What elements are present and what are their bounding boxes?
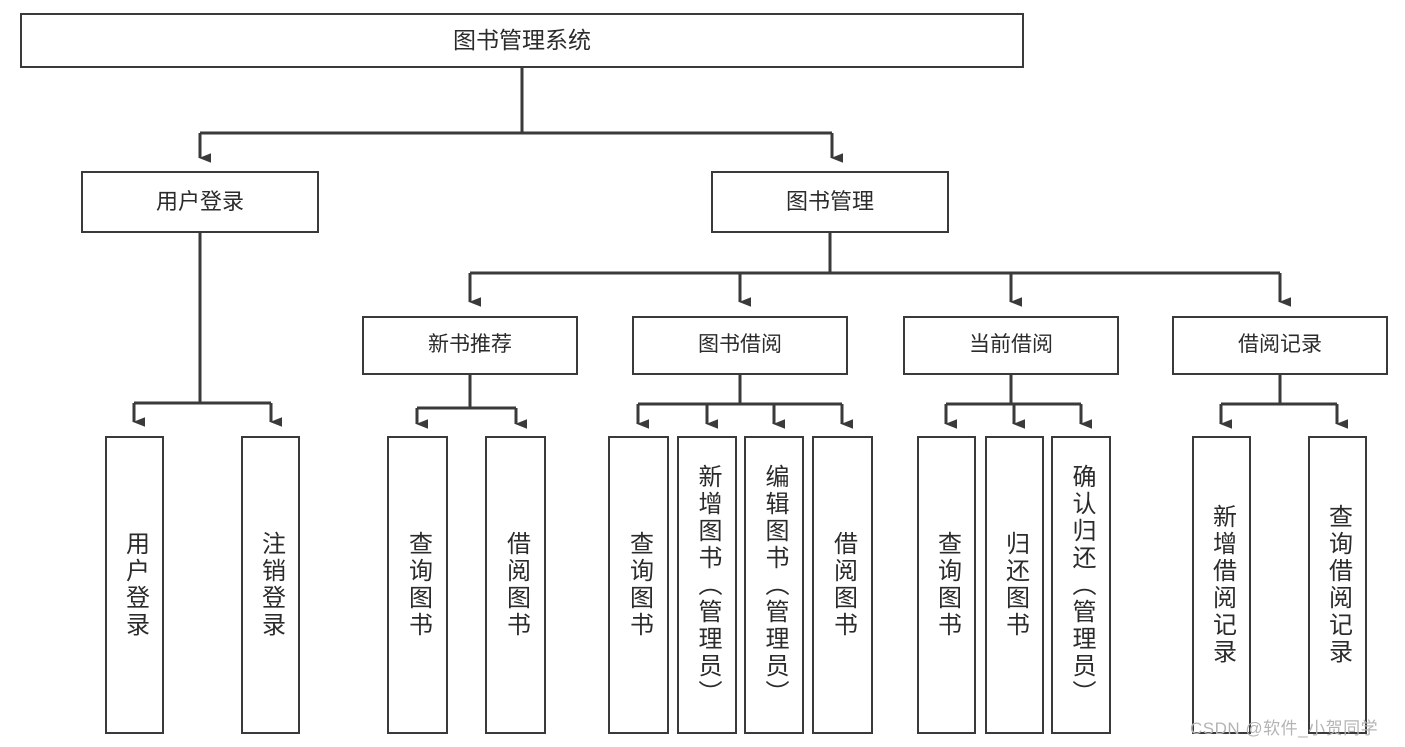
leaf-node[interactable]: 确认归还（管理员） [1051, 436, 1111, 734]
node-user-login-label: 用户登录 [155, 189, 244, 215]
leaf-node[interactable]: 查询图书 [608, 436, 669, 734]
leaf-node[interactable]: 借阅图书 [485, 436, 546, 734]
node-new-book-recommend-label: 新书推荐 [428, 333, 512, 357]
leaf-node[interactable]: 查询图书 [387, 436, 448, 734]
leaf-node-label: 新增借阅记录 [1208, 504, 1236, 666]
leaf-node-label: 注销登录 [257, 531, 285, 639]
node-borrow-record-label: 借阅记录 [1238, 333, 1322, 357]
node-book-management[interactable]: 图书管理 [711, 171, 949, 233]
leaf-node-label: 借阅图书 [502, 531, 530, 639]
leaf-node-label: 确认归还（管理员） [1068, 463, 1095, 707]
leaf-node[interactable]: 查询借阅记录 [1308, 436, 1367, 734]
leaf-node[interactable]: 新增借阅记录 [1192, 436, 1251, 734]
leaf-node-label: 借阅图书 [829, 531, 857, 639]
leaf-node-label: 新增图书（管理员） [694, 463, 721, 707]
leaf-node[interactable]: 借阅图书 [812, 436, 873, 734]
leaf-node-label: 归还图书 [1001, 531, 1029, 639]
leaf-node-label: 查询图书 [404, 531, 432, 639]
leaf-node[interactable]: 新增图书（管理员） [677, 436, 737, 734]
node-root[interactable]: 图书管理系统 [20, 13, 1024, 68]
leaf-node-label: 编辑图书（管理员） [761, 463, 788, 707]
node-new-book-recommend[interactable]: 新书推荐 [362, 316, 578, 375]
node-book-borrow-label: 图书借阅 [698, 333, 782, 357]
leaf-node[interactable]: 编辑图书（管理员） [744, 436, 804, 734]
csdn-watermark: CSDN @软件_小贺同学 [1190, 719, 1379, 738]
node-borrow-record[interactable]: 借阅记录 [1172, 316, 1388, 375]
leaf-node[interactable]: 注销登录 [241, 436, 300, 734]
leaf-node-label: 用户登录 [121, 531, 149, 639]
node-user-login[interactable]: 用户登录 [81, 171, 319, 233]
leaf-node-label: 查询图书 [933, 531, 961, 639]
node-book-management-label: 图书管理 [785, 189, 874, 215]
leaf-node-label: 查询图书 [625, 531, 653, 639]
leaf-node[interactable]: 查询图书 [917, 436, 976, 734]
node-book-borrow[interactable]: 图书借阅 [632, 316, 848, 375]
leaf-node[interactable]: 归还图书 [985, 436, 1044, 734]
node-current-borrow[interactable]: 当前借阅 [903, 316, 1119, 375]
leaf-node-label: 查询借阅记录 [1324, 504, 1352, 666]
node-current-borrow-label: 当前借阅 [969, 333, 1053, 357]
node-root-label: 图书管理系统 [453, 27, 591, 54]
leaf-node[interactable]: 用户登录 [105, 436, 164, 734]
